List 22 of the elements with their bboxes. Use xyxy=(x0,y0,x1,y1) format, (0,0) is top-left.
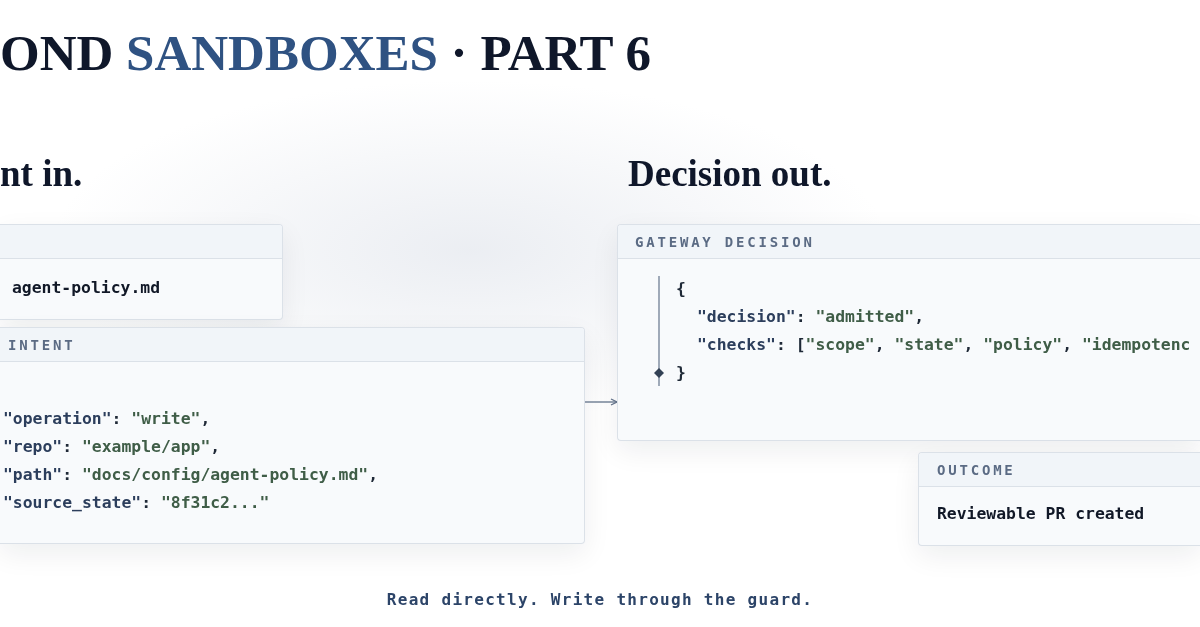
code-line: "decision": "admitted", xyxy=(697,306,924,328)
outcome-card xyxy=(918,452,1200,546)
card-header: OUTCOME xyxy=(919,453,1200,487)
card-header: INTENT xyxy=(0,328,584,362)
caption: Read directly. Write through the guard. xyxy=(386,589,814,611)
code-card xyxy=(617,224,1200,441)
card-header: GATEWAY DECISION xyxy=(618,225,1200,259)
outcome-text: Reviewable PR created xyxy=(937,503,1145,525)
column-heading: Decision out. xyxy=(628,152,832,196)
arrow xyxy=(584,398,618,406)
page-title: OND SANDBOXES · PART 6 xyxy=(0,24,651,83)
code-card xyxy=(0,327,585,544)
column-heading: nt in. xyxy=(0,152,83,196)
code-line: { xyxy=(676,278,686,300)
code-line: "path": "docs/config/agent-policy.md", xyxy=(3,464,378,486)
file-name: agent-policy.md xyxy=(12,277,161,299)
code-line: "operation": "write", xyxy=(3,408,211,430)
code-line: "repo": "example/app", xyxy=(3,436,221,458)
file-card xyxy=(0,224,283,320)
code-line: "source_state": "8f31c2..." xyxy=(3,492,270,514)
code-line: } xyxy=(676,362,686,384)
code-line: "checks": ["scope", "state", "policy", "idempotenc xyxy=(697,334,1191,356)
